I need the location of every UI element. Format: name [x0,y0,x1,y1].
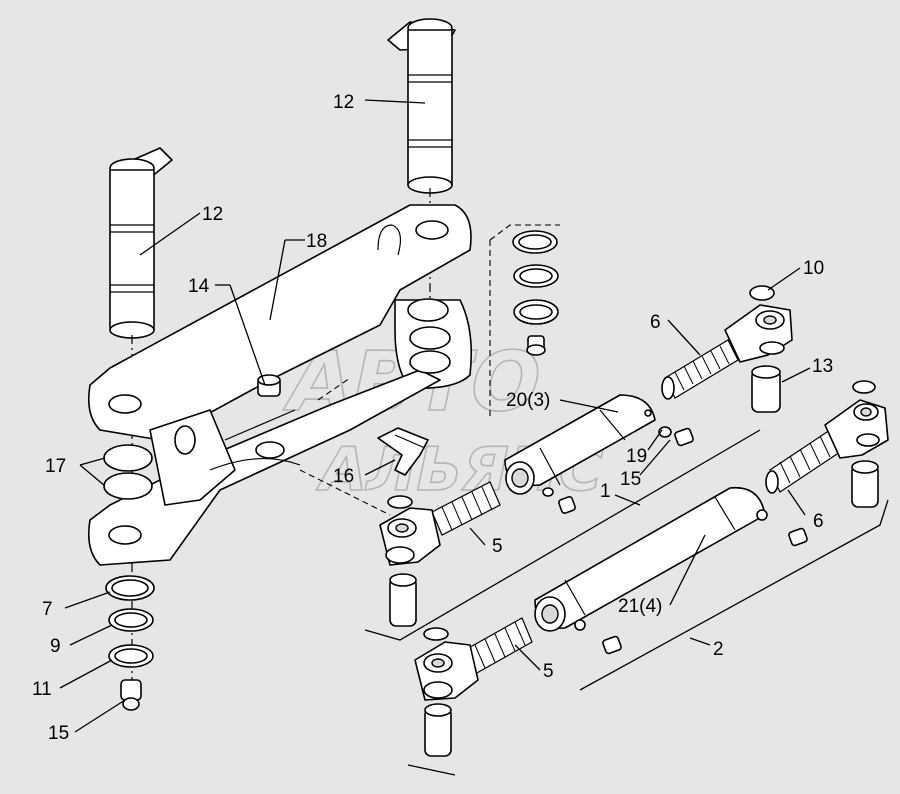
callout-18: 18 [306,231,327,252]
callout-6-upper: 6 [650,312,661,333]
pin-5-upper [389,573,417,627]
callout-20-3: 20(3) [506,390,550,411]
pin-5-lower [424,703,452,757]
threaded-rod-5-lower [414,617,533,701]
axis-ring-stack [489,224,560,241]
threaded-rod-6-upper [661,304,793,400]
pin-12-left [109,147,173,339]
callout-16: 16 [333,466,354,487]
bracket-hole-top [415,220,449,240]
callout-1: 1 [600,481,611,502]
callout-12-left: 12 [202,204,223,225]
callout-9: 9 [50,636,61,657]
callout-labels: 12 12 18 14 10 6 13 20(3) 17 19 15 16 1 … [32,92,833,744]
callout-15-left: 15 [48,723,69,744]
callout-21-4: 21(4) [618,596,662,617]
callout-10: 10 [803,258,824,279]
bracket-18 [87,204,473,566]
callout-15-right: 15 [620,469,641,490]
left-stack [103,444,155,711]
threaded-rod-5-upper [379,481,501,566]
tube-20 [504,394,694,514]
callout-14: 14 [188,276,210,297]
callout-5-lower: 5 [543,661,554,682]
pin-13 [751,365,781,413]
callout-2: 2 [713,639,724,660]
tube-21 [534,486,808,655]
callout-7: 7 [42,599,53,620]
leader-lines [59,99,811,733]
callout-11: 11 [32,679,52,700]
callout-17: 17 [45,456,66,477]
pin-12-top [387,18,456,194]
clip-16 [377,427,429,476]
bracket-hole-upper [108,394,142,414]
callout-19: 19 [626,446,647,467]
ring-stack-right [512,230,559,356]
callout-5-upper: 5 [492,536,503,557]
callout-12-top: 12 [333,92,354,113]
callout-6-lower: 6 [813,511,824,532]
bracket-hole-lower [108,525,142,545]
threaded-rod-6-lower [765,399,889,494]
callout-13: 13 [812,356,833,377]
pin-13-lower [851,460,879,508]
